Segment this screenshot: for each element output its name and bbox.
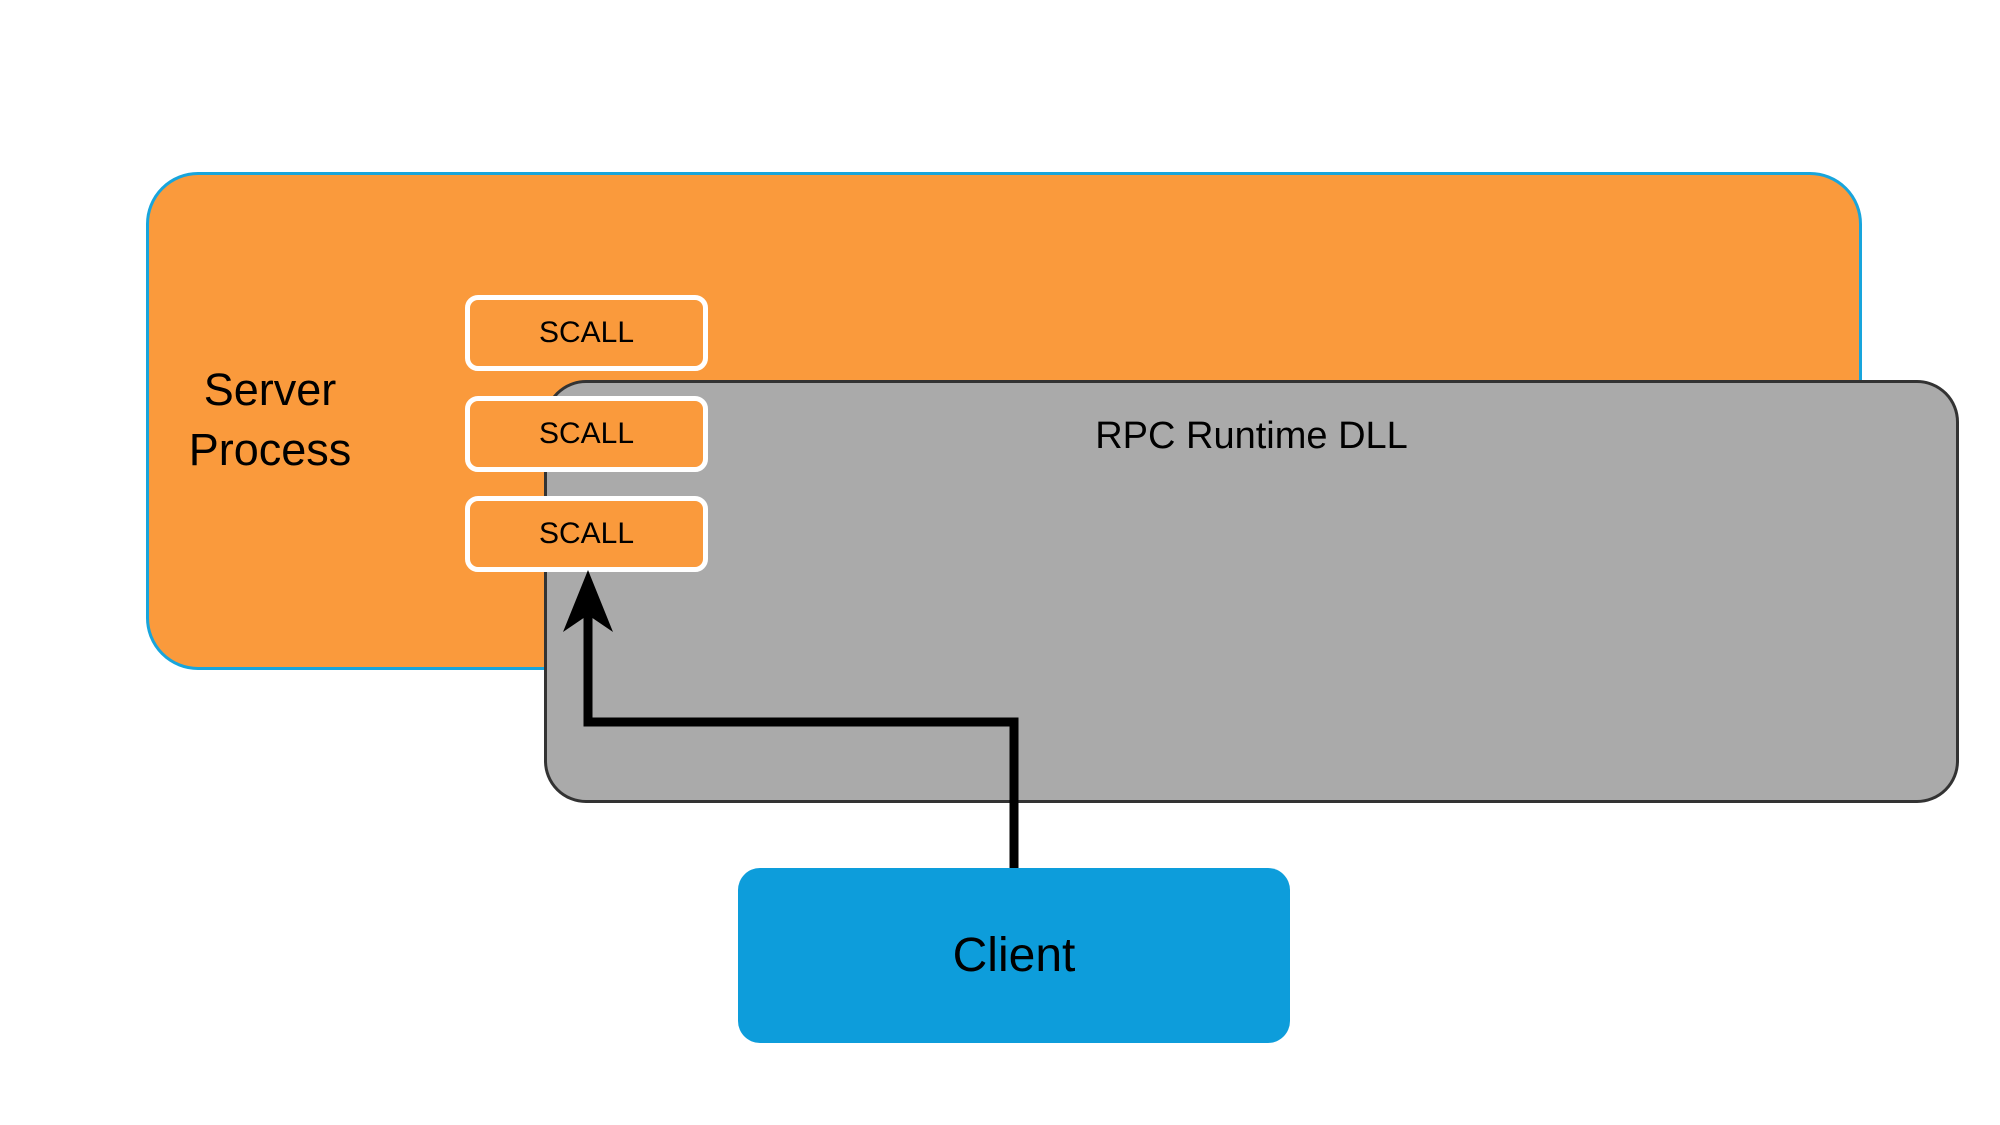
scall-box-1[interactable]: SCALL	[465, 295, 708, 371]
server-process-container: RPC Runtime DLL	[146, 172, 1959, 803]
rpc-runtime-dll-label: RPC Runtime DLL	[1095, 415, 1408, 457]
server-process-label: Server Process	[188, 364, 352, 475]
rpc-runtime-dll-container: RPC Runtime DLL	[544, 380, 1959, 803]
scall-box-3[interactable]: SCALL	[465, 496, 708, 572]
client-box[interactable]: Client	[738, 868, 1290, 1043]
scall-box-2[interactable]: SCALL	[465, 396, 708, 472]
